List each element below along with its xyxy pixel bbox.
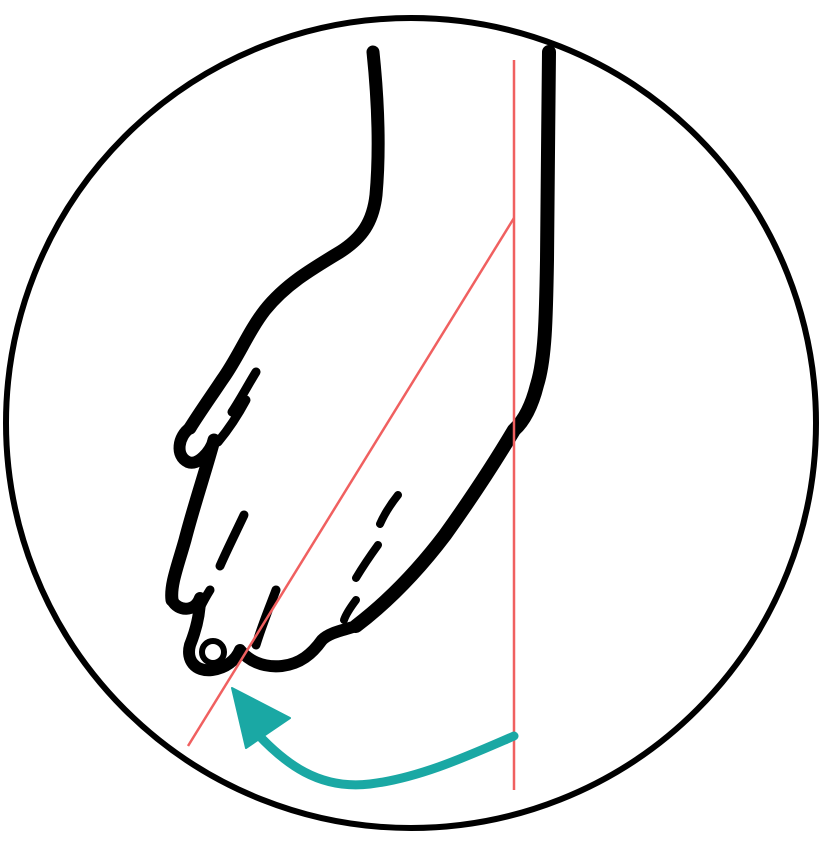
circle-frame [3, 15, 819, 831]
hand-outer-edge [165, 433, 221, 607]
finger-crease-6 [376, 491, 402, 528]
finger-crease-1 [227, 367, 261, 417]
forearm-left-edge [183, 45, 385, 435]
finger-crease-4 [195, 585, 215, 613]
guide-lines [186, 60, 516, 790]
arrow-head [231, 687, 291, 749]
angled-hand-line [186, 217, 516, 747]
finger-crease-5 [251, 585, 281, 650]
curved-arrow-icon [231, 687, 519, 790]
finger-crease-8 [340, 596, 360, 624]
finger-crease-7 [352, 541, 382, 582]
finger-crease-2 [213, 395, 251, 447]
forearm-right-edge [349, 45, 556, 633]
arrow-shaft [247, 723, 519, 790]
finger-crease-3 [215, 510, 249, 571]
fingernail [199, 638, 227, 666]
hand-illustration [165, 45, 556, 677]
